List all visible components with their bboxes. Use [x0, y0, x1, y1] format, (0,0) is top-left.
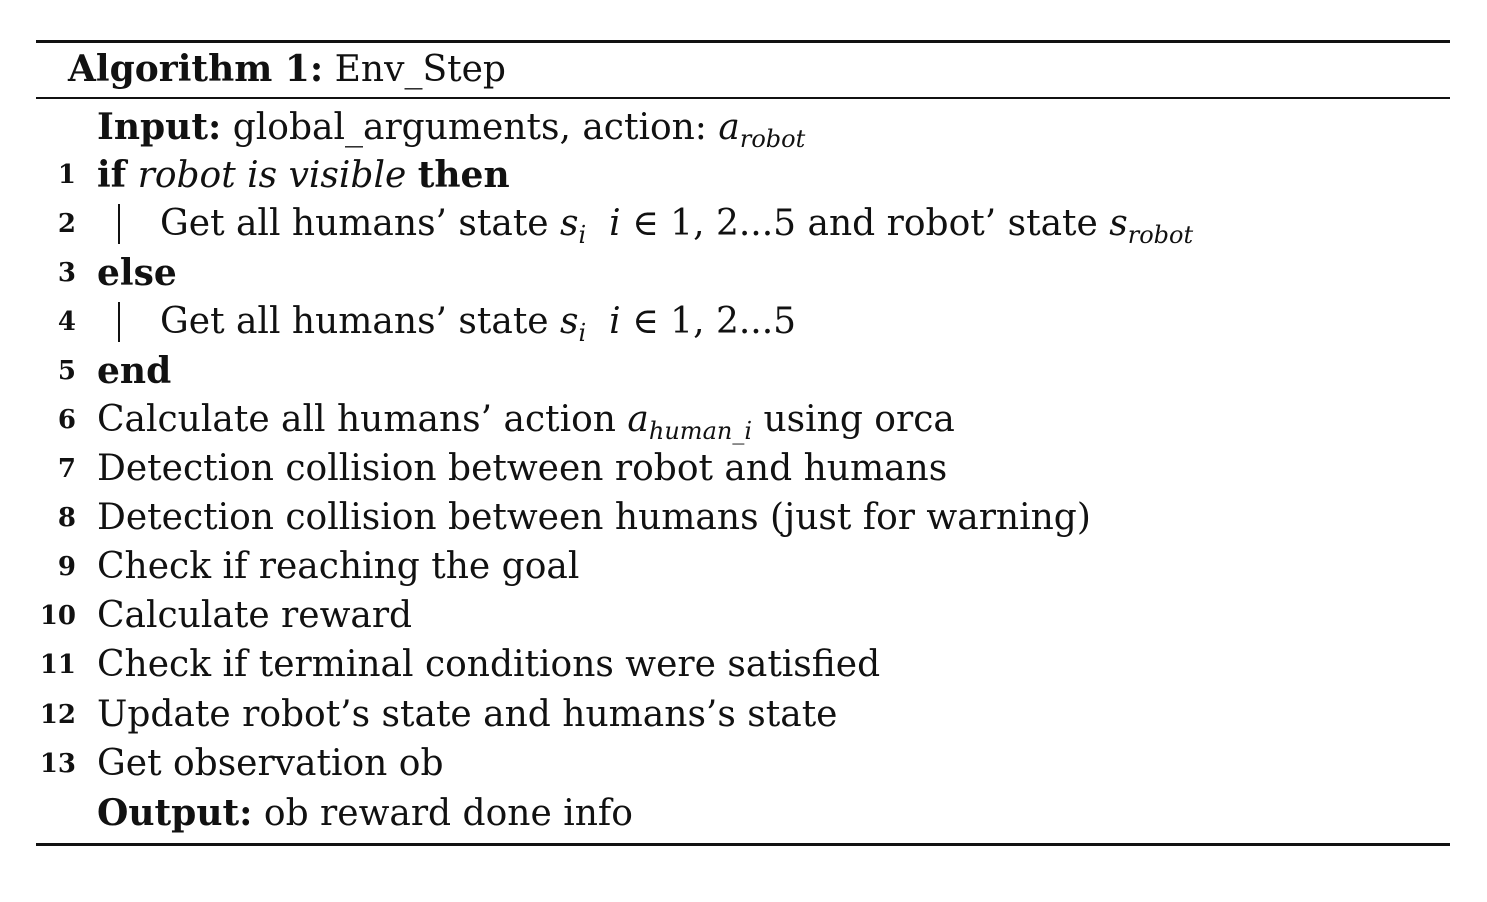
algorithm-line-11: 11 Check if terminal conditions were sat…: [0, 641, 1487, 689]
output-label: Output:: [97, 792, 253, 834]
keyword-then: then: [417, 154, 510, 196]
line-number: 2: [57, 209, 76, 239]
line-text-2: and robot’ state: [796, 203, 1110, 244]
input-label: Input:: [97, 106, 222, 148]
line-text: Update robot’s state and humans’s state: [97, 694, 838, 735]
index-var: i: [609, 203, 621, 244]
algorithm-line-10: 10 Calculate reward: [0, 592, 1487, 640]
output-line: Output: ob reward done info: [0, 789, 1487, 837]
line-number: 10: [39, 601, 76, 631]
algorithm-line-7: 7 Detection collision between robot and …: [0, 445, 1487, 493]
line-text-2: using orca: [752, 399, 955, 440]
keyword-else: else: [97, 252, 177, 294]
algorithm-line-4: 4 Get all humans’ state si i ∈ 1, 2...5: [0, 298, 1487, 346]
block-indent-bar: [118, 204, 120, 244]
line-text: Check if reaching the goal: [97, 546, 580, 587]
input-var-sub: robot: [739, 125, 806, 153]
line-number: 9: [57, 552, 76, 582]
keyword-end: end: [97, 350, 172, 392]
line-number: 5: [57, 356, 76, 386]
line-number: 13: [39, 749, 76, 779]
algorithm-caption: Algorithm 1: Env_Step: [68, 44, 506, 94]
input-line: Input: global_arguments, action: arobot: [0, 103, 1487, 151]
index-range: ∈ 1, 2...5: [620, 203, 797, 244]
line-text: Calculate all humans’ action: [97, 399, 628, 440]
state-var: s: [560, 301, 579, 342]
bottom-rule: [36, 843, 1450, 846]
output-text: ob reward done info: [263, 793, 633, 834]
line-text: Get all humans’ state: [160, 301, 561, 342]
line-number: 1: [57, 160, 76, 190]
state-var: s: [560, 203, 579, 244]
line-number: 7: [57, 454, 76, 484]
algorithm-line-6: 6 Calculate all humans’ action ahuman_i …: [0, 396, 1487, 444]
index-range: ∈ 1, 2...5: [620, 301, 797, 342]
caption-rule: [36, 97, 1450, 99]
algorithm-line-9: 9 Check if reaching the goal: [0, 543, 1487, 591]
top-rule: [36, 40, 1450, 43]
line-text: Calculate reward: [97, 595, 413, 636]
robot-state-var: s: [1109, 203, 1128, 244]
line-text: Detection collision between robot and hu…: [97, 448, 948, 489]
robot-state-var-sub: robot: [1127, 221, 1194, 249]
line-text: Get observation ob: [97, 743, 444, 784]
algorithm-line-3: 3 else: [0, 249, 1487, 297]
block-indent-bar: [118, 302, 120, 342]
algorithm-line-13: 13 Get observation ob: [0, 740, 1487, 788]
state-var-sub: i: [578, 221, 587, 249]
line-number: 8: [57, 503, 76, 533]
condition-text: robot is visible: [137, 155, 407, 196]
algorithm-line-5: 5 end: [0, 347, 1487, 395]
state-var-sub: i: [578, 319, 587, 347]
line-text: Detection collision between humans (just…: [97, 497, 1091, 538]
action-var-sub: human_i: [648, 417, 753, 445]
caption-name: Env_Step: [334, 49, 506, 90]
algorithm-line-12: 12 Update robot’s state and humans’s sta…: [0, 691, 1487, 739]
action-var: a: [627, 399, 649, 440]
line-number: 11: [39, 650, 76, 680]
algorithm-line-8: 8 Detection collision between humans (ju…: [0, 494, 1487, 542]
caption-label: Algorithm 1:: [68, 48, 324, 90]
line-number: 3: [57, 258, 76, 288]
line-number: 12: [39, 700, 76, 730]
keyword-if: if: [97, 154, 127, 196]
line-text: Check if terminal conditions were satisf…: [97, 644, 881, 685]
input-text: global_arguments, action:: [232, 107, 719, 148]
line-number: 6: [57, 405, 76, 435]
index-var: i: [609, 301, 621, 342]
line-number: 4: [57, 307, 76, 337]
algorithm-line-1: 1 if robot is visible then: [0, 151, 1487, 199]
line-text: Get all humans’ state: [160, 203, 561, 244]
input-var: a: [718, 107, 740, 148]
algorithm-line-2: 2 Get all humans’ state si i ∈ 1, 2...5 …: [0, 200, 1487, 248]
